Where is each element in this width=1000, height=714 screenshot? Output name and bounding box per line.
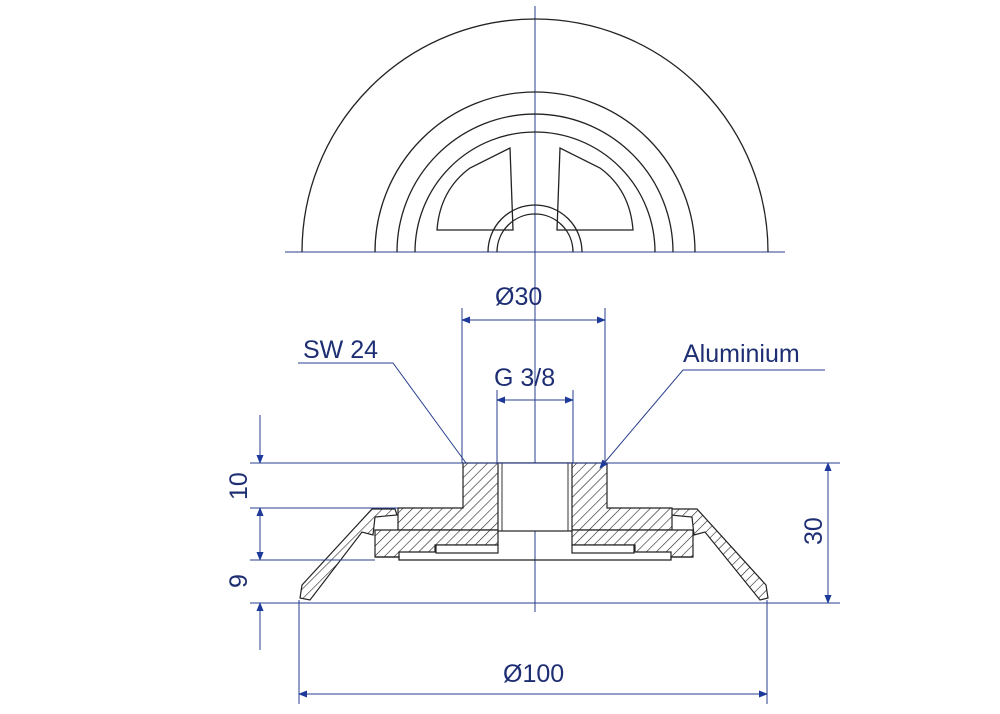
material-leader — [599, 369, 825, 469]
height-top-label: 10 — [225, 472, 253, 500]
outer-rim-arc — [301, 18, 769, 253]
dimensions: Ø30 G 3/8 SW 24 Aluminium 10 9 30 Ø100 — [225, 283, 840, 704]
height-bottom-label: 9 — [225, 574, 253, 588]
ring-arc-3 — [414, 131, 656, 253]
base-left — [299, 508, 398, 601]
material-label: Aluminium — [683, 340, 800, 368]
base-outline — [375, 556, 693, 561]
thread-label: G 3/8 — [494, 364, 555, 392]
dia-top-label: Ø30 — [495, 283, 542, 311]
left-window — [436, 146, 514, 231]
right-window — [556, 146, 634, 231]
ring-arc-2 — [396, 113, 674, 253]
top-view — [285, 6, 785, 612]
sw-label: SW 24 — [303, 336, 378, 364]
sw-leader — [298, 362, 467, 464]
base-right — [669, 508, 769, 601]
bottom-pad-left — [435, 544, 499, 554]
dia-base-label: Ø100 — [503, 660, 564, 688]
ring-arc-1 — [374, 91, 696, 253]
section-view — [299, 462, 769, 601]
threaded-bore — [497, 462, 573, 532]
hub-outer-arc — [487, 204, 583, 253]
height-total-label: 30 — [800, 517, 828, 545]
bottom-pad-right — [571, 544, 635, 554]
hub-inner-arc — [496, 213, 574, 253]
